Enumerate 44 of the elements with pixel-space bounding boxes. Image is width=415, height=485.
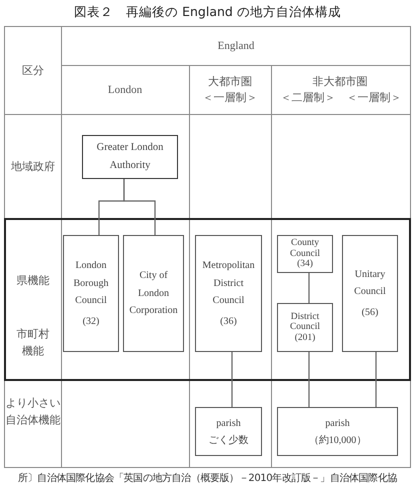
organization-name: Unitary Council <box>353 268 387 300</box>
connector-line <box>308 273 310 303</box>
organization-name: City of London Corporation <box>128 269 179 318</box>
organization-name: (201) <box>294 332 316 344</box>
table-header: ＜一層制＞ <box>202 90 258 106</box>
organization-box <box>195 407 262 456</box>
organization-name: Metropolitan District Council <box>201 259 256 308</box>
organization-box <box>277 235 333 273</box>
organization-name: Greater London Authority <box>96 141 164 173</box>
connector-line <box>123 179 156 235</box>
organization-box <box>342 235 398 352</box>
table-header: 市町村機能 <box>16 326 50 359</box>
organization-name: parish <box>216 416 241 430</box>
table-header: 非大都市圏 <box>312 74 368 90</box>
table-header: ＜二層制＞ <box>280 90 336 106</box>
organization-name: (32) <box>82 314 100 328</box>
organization-name: London Borough Council <box>72 259 110 308</box>
organization-box <box>123 235 184 352</box>
table-header: 地域政府 <box>11 158 55 175</box>
table-header: London <box>108 82 142 98</box>
table-header: より小さい自治体機能 <box>4 396 62 428</box>
organization-name: (34) <box>297 259 313 270</box>
connector-line <box>231 352 233 407</box>
organization-box <box>63 235 119 352</box>
organization-name: District Council <box>288 312 322 333</box>
organization-box <box>195 235 262 352</box>
organization-name: (56) <box>362 306 378 320</box>
table-header: 大都市圏 <box>208 74 252 90</box>
organization-name: ごく少数 <box>208 434 248 446</box>
connector-line <box>308 352 310 407</box>
organization-box <box>82 135 178 179</box>
organization-name: (36) <box>220 314 237 328</box>
table-header: 区分 <box>22 62 44 79</box>
diagram-title: 図表２ 再編後の England の地方自治体構成 <box>73 4 342 21</box>
source-note: 所〕自治体国際化協会「英国の地方自治（概要版）－2010年改訂版－」自治体国際化協 <box>16 472 398 485</box>
organization-name: County Council <box>288 238 322 260</box>
organization-box <box>277 407 398 456</box>
organization-name: parish <box>325 416 350 430</box>
connector-line <box>375 352 377 407</box>
organization-name: （約10,000） <box>308 434 366 446</box>
table-header: 県機能 <box>16 272 50 289</box>
table-header: England <box>218 38 254 54</box>
organization-box <box>277 303 333 352</box>
table-header: ＜一層制＞ <box>346 90 402 106</box>
